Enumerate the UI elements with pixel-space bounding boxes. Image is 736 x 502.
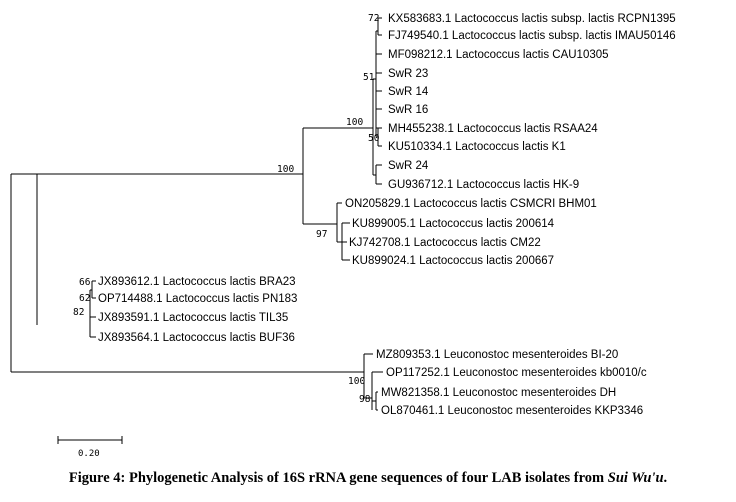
leaf-labels: KX583683.1 Lactococcus lactis subsp. lac… [98,13,676,417]
leaf-label: KU899005.1 Lactococcus lactis 200614 [352,218,555,230]
scale-bar-label: 0.20 [78,449,100,459]
phylogenetic-tree: KX583683.1 Lactococcus lactis subsp. lac… [10,13,676,459]
leaf-label: MW821358.1 Leuconostoc mesenteroides DH [381,387,616,399]
leaf-label: JX893612.1 Lactococcus lactis BRA23 [98,276,296,288]
leaf-label: MH455238.1 Lactococcus lactis RSAA24 [388,123,598,135]
tree-branches [10,17,383,444]
leaf-label: SwR 16 [388,104,428,116]
caption-suffix: . [663,470,668,486]
leaf-label: KX583683.1 Lactococcus lactis subsp. lac… [388,13,676,25]
bootstrap-value: 62 [79,293,90,304]
bootstrap-value: 100 [348,376,365,387]
bootstrap-value: 100 [277,164,294,175]
bootstrap-value: 98 [359,394,371,405]
leaf-label: MZ809353.1 Leuconostoc mesenteroides BI-… [376,349,618,361]
leaf-label: OP714488.1 Lactococcus lactis PN183 [98,293,297,305]
figure-caption: Figure 4: Phylogenetic Analysis of 16S r… [0,470,736,487]
leaf-label: SwR 24 [388,160,429,172]
bootstrap-value: 72 [368,13,379,24]
bootstrap-value: 50 [368,133,380,144]
leaf-label: OP117252.1 Leuconostoc mesenteroides kb0… [386,367,647,379]
bootstrap-value: 66 [79,277,91,288]
caption-organism: Sui Wu'u [607,470,664,486]
bootstrap-values: 72 51 100 50 100 97 66 62 82 100 98 [73,13,380,405]
leaf-label: KU899024.1 Lactococcus lactis 200667 [352,255,554,267]
bootstrap-value: 97 [316,229,327,240]
leaf-label: SwR 14 [388,86,429,98]
leaf-label: GU936712.1 Lactococcus lactis HK-9 [388,179,579,191]
leaf-label: OL870461.1 Leuconostoc mesenteroides KKP… [381,405,643,417]
leaf-label: SwR 23 [388,68,428,80]
bootstrap-value: 100 [346,117,363,128]
leaf-label: FJ749540.1 Lactococcus lactis subsp. lac… [388,30,676,42]
bootstrap-value: 82 [73,307,84,318]
leaf-label: MF098212.1 Lactococcus lactis CAU10305 [388,49,609,61]
leaf-label: ON205829.1 Lactococcus lactis CSMCRI BHM… [345,198,597,210]
leaf-label: KU510334.1 Lactococcus lactis K1 [388,141,566,153]
bootstrap-value: 51 [363,72,375,83]
leaf-label: JX893564.1 Lactococcus lactis BUF36 [98,332,295,344]
leaf-label: KJ742708.1 Lactococcus lactis CM22 [349,237,541,249]
leaf-label: JX893591.1 Lactococcus lactis TIL35 [98,312,288,324]
caption-prefix: Figure 4: Phylogenetic Analysis of 16S r… [68,470,608,486]
